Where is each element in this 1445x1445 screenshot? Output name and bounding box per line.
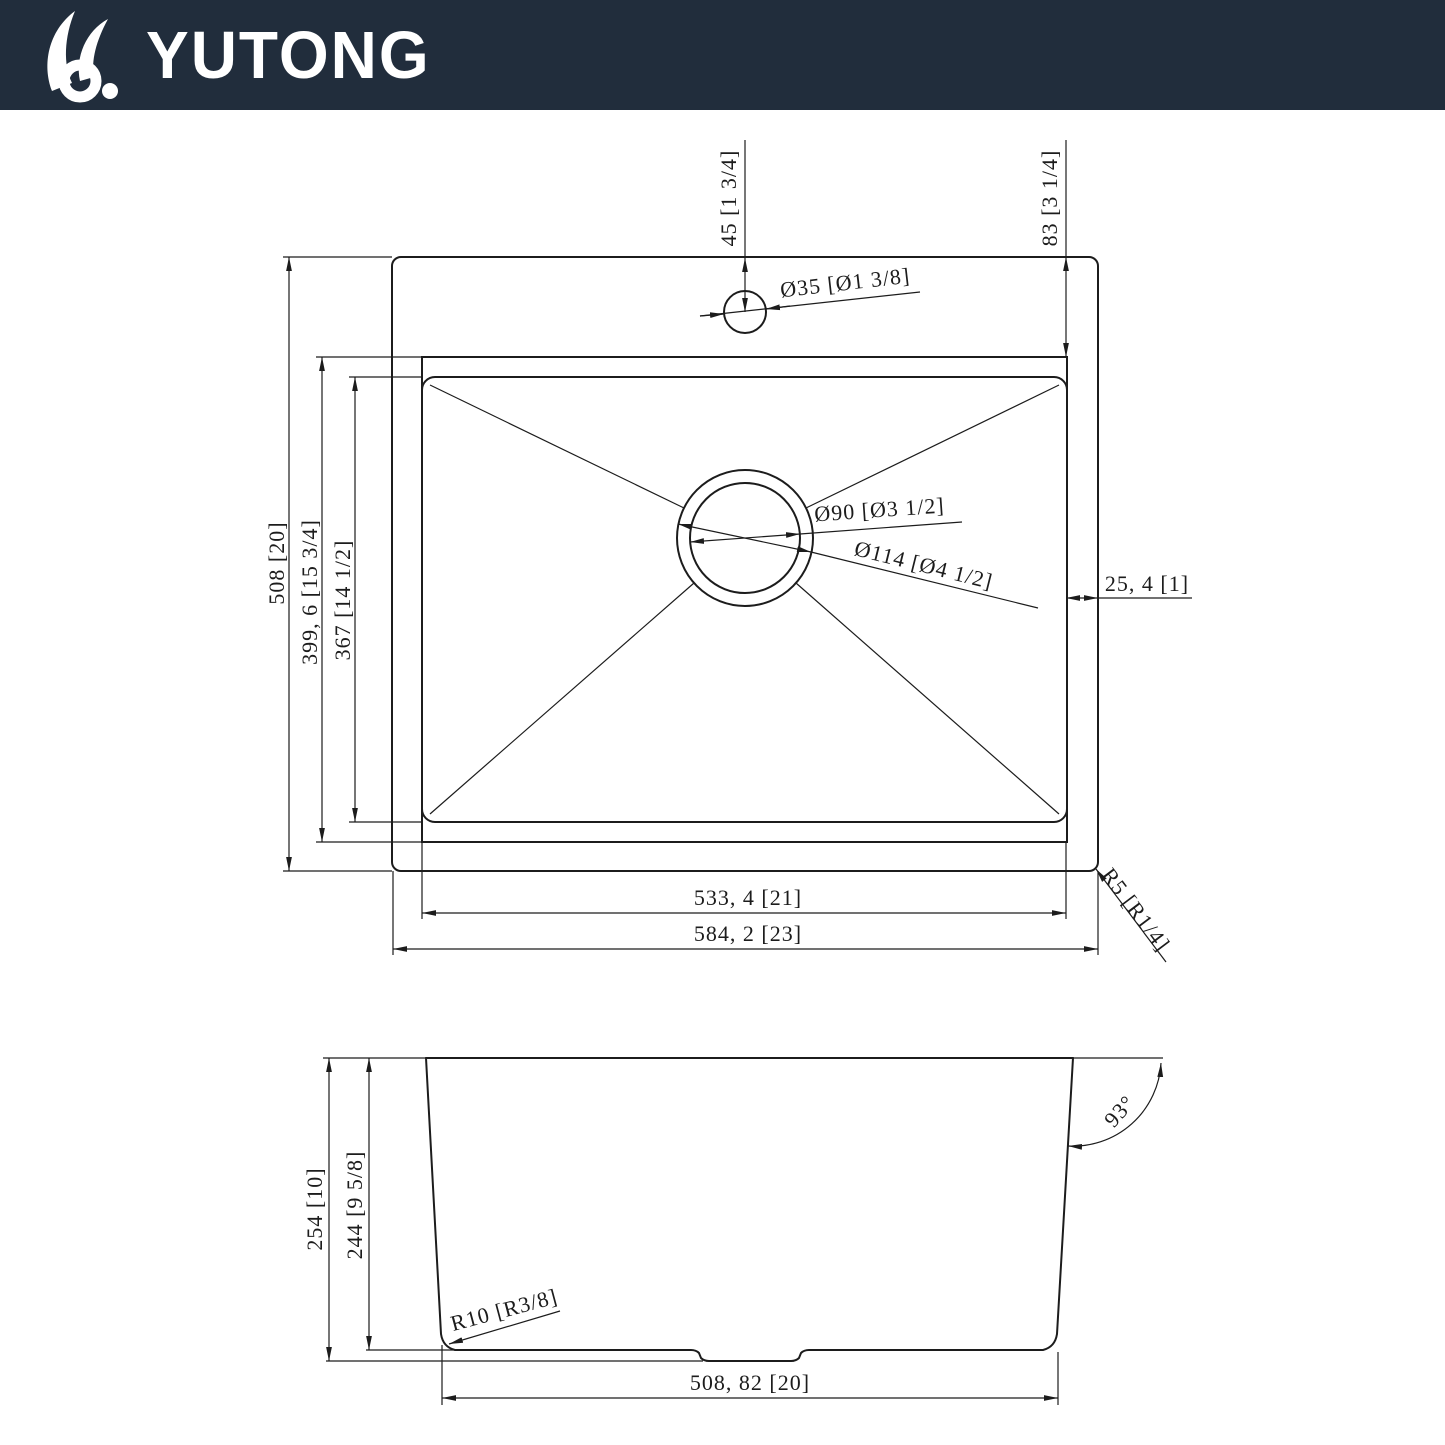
top-view: 45 [1 3/4] 83 [3 1/4] Ø35 [Ø1 3/8] 508 […: [264, 140, 1192, 963]
bowl-slope-diagonals: [429, 384, 1060, 815]
bowl-opening-outline: [421, 356, 1068, 843]
corner-radius-leader: [1095, 868, 1167, 963]
dim-rim-to-bowl-offset: 83 [3 1/4]: [1037, 150, 1062, 247]
brand-logo: [30, 7, 140, 103]
rabbit-logo-icon: [47, 11, 118, 103]
bowl-bottom-outline: [421, 376, 1068, 823]
drain-outer-circle: [676, 469, 814, 607]
wall-angle-arc: [1067, 1062, 1164, 1150]
dim-bowl-bottom-front-to-back: 367 [14 1/2]: [330, 540, 355, 661]
dim-drain-outer-diameter: Ø114 [Ø4 1/2]: [852, 535, 996, 594]
sink-outer-rim-outline: [391, 256, 1099, 872]
dim-bowl-inner-depth: 244 [9 5/8]: [342, 1151, 367, 1260]
bottom-radius-leader: [448, 1310, 561, 1345]
dim-overall-height: 254 [10]: [302, 1167, 327, 1250]
dim-overall-front-to-back: 508 [20]: [264, 521, 289, 604]
dim-bowl-opening-front-to-back: 399, 6 [15 3/4]: [297, 519, 322, 665]
side-view-dimension-lines: [326, 1058, 1164, 1401]
brand-name: YUTONG: [146, 17, 431, 93]
top-view-dimension-lines: [286, 257, 1167, 963]
top-view-extension-lines: [283, 140, 1192, 955]
side-view: 254 [10] 244 [9 5/8] R10 [R3/8] 93° 508,…: [302, 1057, 1164, 1405]
dim-faucet-offset: 45 [1 3/4]: [716, 150, 741, 247]
side-profile-outline: [425, 1057, 1074, 1362]
dim-corner-radius: R5 [R1/4]: [1097, 863, 1176, 956]
dim-drain-inner-diameter: Ø90 [Ø3 1/2]: [813, 492, 945, 526]
dim-rim-width: 25, 4 [1]: [1105, 571, 1189, 596]
side-view-extension-lines: [326, 1345, 1059, 1405]
dim-wall-angle: 93°: [1099, 1090, 1140, 1132]
brand-header: YUTONG: [0, 0, 1445, 110]
dim-overall-width: 584, 2 [23]: [694, 921, 802, 946]
dim-bowl-opening-width: 533, 4 [21]: [694, 885, 802, 910]
dim-base-width: 508, 82 [20]: [690, 1370, 810, 1395]
dim-faucet-hole-diameter: Ø35 [Ø1 3/8]: [779, 263, 912, 303]
